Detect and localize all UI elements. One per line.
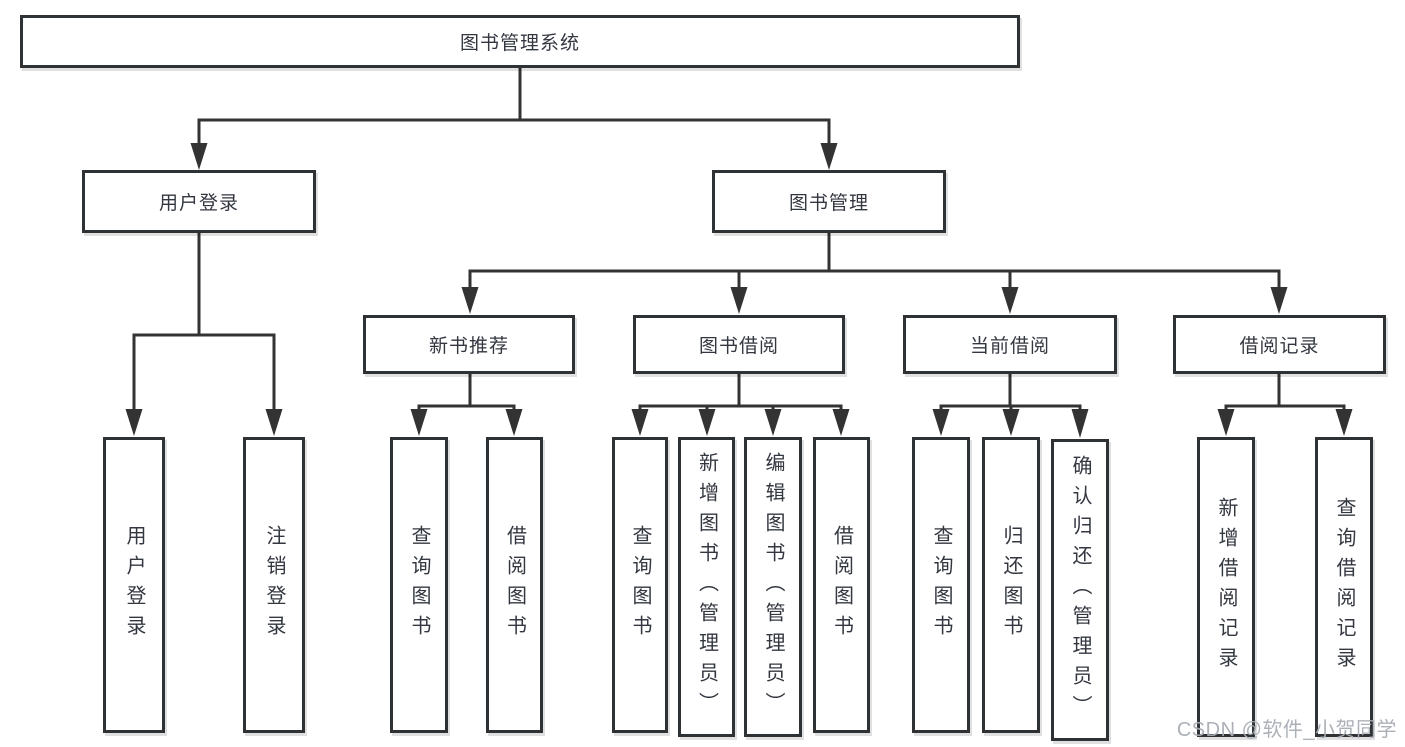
arrow-icon — [832, 409, 850, 436]
csdn-watermark: CSDN @软件_小贺同学 — [1176, 719, 1397, 741]
leaf-logout-login: 注销登录 — [243, 437, 305, 733]
arrow-icon — [265, 409, 283, 436]
leaf-add-books-admin: 新增图书（管理员） — [678, 437, 735, 737]
node-library-system: 图书管理系统 — [20, 15, 1020, 68]
leaf-borrow-books-borrowing: 借阅图书 — [813, 437, 870, 733]
arrow-icon — [461, 287, 479, 314]
arrow-icon — [1335, 409, 1353, 436]
node-book-management: 图书管理 — [712, 170, 946, 233]
arrow-icon — [125, 409, 143, 436]
node-user-login: 用户登录 — [82, 170, 316, 233]
arrow-icon — [1270, 287, 1288, 314]
arrow-icon — [730, 287, 748, 314]
arrow-icon — [410, 409, 428, 436]
arrow-icon — [1001, 287, 1019, 314]
arrow-icon — [190, 143, 208, 170]
leaf-confirm-return-admin: 确认归还（管理员） — [1051, 439, 1109, 741]
arrow-icon — [764, 409, 782, 436]
leaf-query-books-borrowing: 查询图书 — [612, 437, 668, 733]
node-book-borrowing: 图书借阅 — [633, 315, 845, 374]
arrow-icon — [631, 409, 649, 436]
leaf-query-books-current: 查询图书 — [912, 437, 970, 733]
node-borrowing-records: 借阅记录 — [1173, 315, 1386, 374]
leaf-user-login: 用户登录 — [103, 437, 165, 733]
connector-lines — [132, 68, 1346, 410]
leaf-query-borrow-record: 查询借阅记录 — [1315, 437, 1373, 737]
arrow-icon — [1002, 409, 1020, 436]
node-new-book-recommend: 新书推荐 — [363, 315, 575, 374]
arrow-icon — [1217, 409, 1235, 436]
node-current-borrowing: 当前借阅 — [903, 315, 1117, 374]
arrowheads — [125, 143, 1353, 438]
leaf-borrow-books-recommend: 借阅图书 — [486, 437, 543, 733]
leaf-query-books-recommend: 查询图书 — [390, 437, 448, 733]
arrow-icon — [698, 409, 716, 436]
arrow-icon — [820, 143, 838, 170]
leaf-return-books: 归还图书 — [982, 437, 1040, 733]
leaf-edit-books-admin: 编辑图书（管理员） — [744, 437, 802, 737]
arrow-icon — [505, 409, 523, 436]
leaf-add-borrow-record: 新增借阅记录 — [1197, 437, 1255, 737]
arrow-icon — [932, 409, 950, 436]
arrow-icon — [1071, 409, 1089, 438]
